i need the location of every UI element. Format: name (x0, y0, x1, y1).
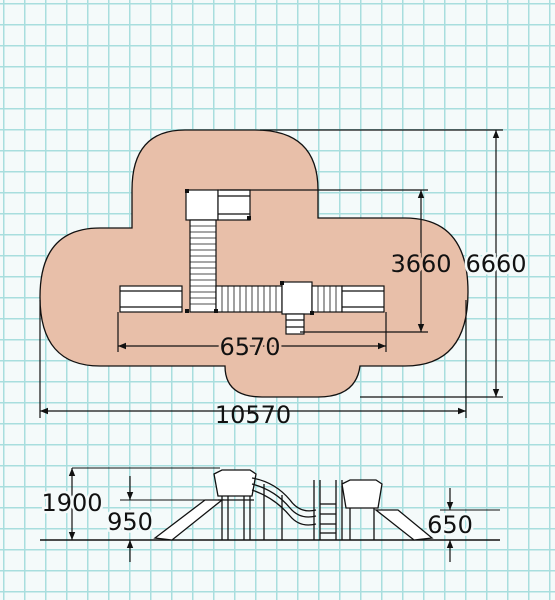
right-tower-elevation (313, 479, 383, 540)
bridge-elevation (251, 477, 317, 540)
horizontal-bridge-slats (221, 286, 277, 312)
play-structure (119, 189, 385, 335)
top-bridge (217, 189, 251, 221)
overall-depth-dimension (260, 129, 503, 398)
left-tower-elevation (213, 469, 257, 540)
vertical-bridge-slats (190, 225, 216, 305)
left-platform-height-label: 950 (107, 508, 153, 536)
inner-depth-dimension (220, 189, 428, 333)
horizontal-bridge (215, 285, 283, 313)
right-bridge (311, 285, 343, 313)
tower-platform-plan (281, 281, 313, 315)
overall-width-dimension (39, 300, 467, 418)
top-platform (185, 189, 219, 221)
elevation-view: 1900 950 650 (39, 467, 500, 562)
vertical-bridge (189, 219, 217, 313)
inner-depth-label: 3660 (390, 250, 451, 278)
total-height-label: 1900 (41, 489, 102, 517)
right-slide-plan (341, 285, 385, 313)
inner-width-dimension (117, 312, 387, 352)
overall-width-label: 10570 (215, 401, 291, 429)
left-slide-plan (119, 285, 183, 313)
inner-width-label: 6570 (219, 333, 280, 361)
safety-zone (39, 129, 469, 398)
right-slide-elevation (374, 509, 434, 541)
right-platform-height-label: 650 (427, 511, 473, 539)
plan-view: 10570 6660 3660 6570 (39, 129, 529, 429)
overall-depth-label: 6660 (465, 250, 526, 278)
ladder-plan (285, 313, 305, 335)
